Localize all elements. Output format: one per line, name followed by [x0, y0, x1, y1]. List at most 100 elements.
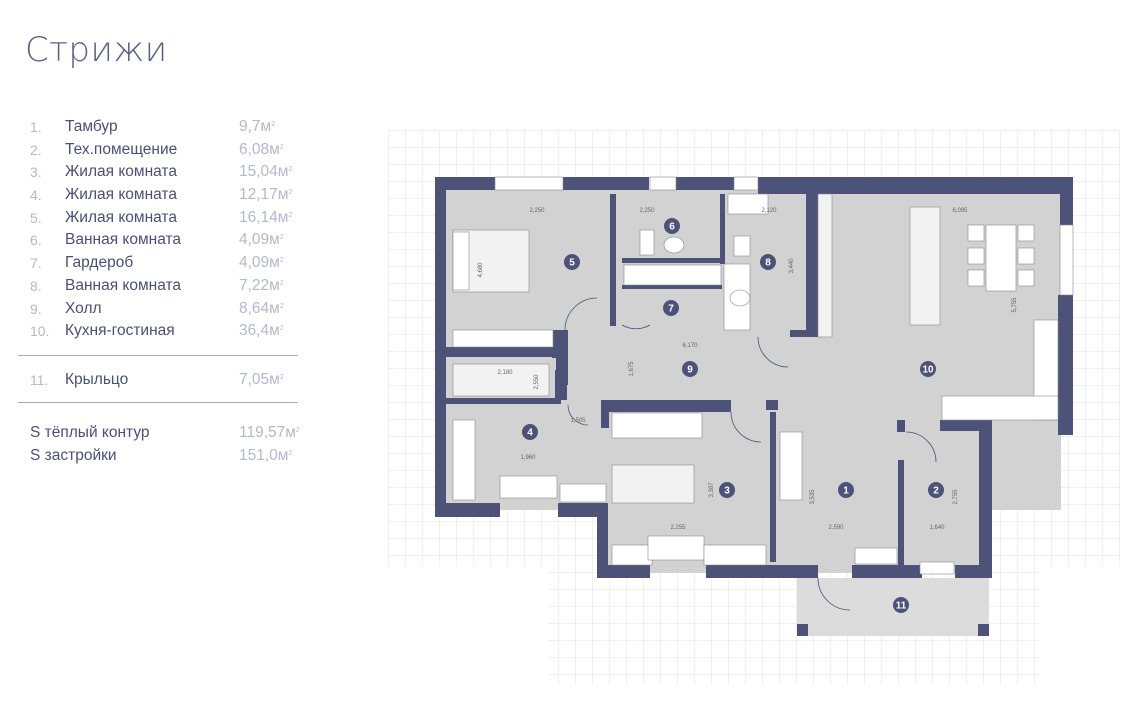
- dimension-label: 1,960: [520, 455, 536, 461]
- total-warm-row: S тёплый контур 119,57м2: [18, 422, 300, 444]
- doors: [564, 297, 937, 611]
- porch-columns: [797, 624, 989, 636]
- svg-text:6: 6: [669, 222, 675, 233]
- dimension-label: 2,180: [497, 370, 513, 376]
- room-marker-11: 11: [893, 597, 909, 613]
- dimension-label: 1,505: [570, 418, 586, 424]
- dimension-label: 3,440: [789, 258, 795, 274]
- room-number: 3.: [30, 164, 42, 181]
- dimension-label: 6,095: [952, 208, 968, 214]
- room-name: Ванная комната: [65, 231, 182, 249]
- dimension-label: 6,170: [682, 343, 698, 349]
- total-warm-label: S тёплый контур: [30, 424, 150, 441]
- dimension-label: 5,755: [1012, 297, 1018, 313]
- furniture: [452, 176, 1074, 575]
- room-marker-6: 6: [664, 218, 680, 234]
- porch-row: 11. Крыльцо 7,05м2: [18, 369, 300, 391]
- room-number: 4.: [30, 187, 42, 204]
- dimension-label: 3,535: [810, 489, 816, 505]
- svg-text:10: 10: [922, 365, 934, 376]
- room-area: 9,7м2: [239, 118, 276, 135]
- room-area: 12,17м2: [239, 186, 293, 204]
- room-number: 8.: [30, 277, 42, 294]
- room-area: 4,09м2: [239, 231, 284, 249]
- room-name: Гардероб: [65, 254, 134, 272]
- legend-row: 1. Тамбур 9,7м2: [18, 116, 300, 139]
- room-area: 8,64м2: [239, 299, 284, 317]
- room-number: 2.: [30, 141, 42, 158]
- room-number: 1.: [30, 119, 42, 135]
- room-list: 1. Тамбур 9,7м2 2. Тех.помещение 6,08м2 3. Жила…: [18, 116, 300, 343]
- svg-text:3: 3: [724, 486, 730, 497]
- room-number: 9.: [30, 300, 42, 317]
- room-name: Тамбур: [65, 118, 118, 135]
- room-area: 16,14м2: [239, 208, 293, 226]
- legend-row: 4. Жилая комната 12,17м2: [18, 184, 300, 207]
- porch-number: 11.: [30, 372, 49, 388]
- room-marker-2: 2: [928, 482, 944, 498]
- svg-text:9: 9: [687, 365, 693, 376]
- dimension-label: 1,675: [629, 361, 635, 377]
- total-build-row: S застройки 151,0м2: [18, 445, 300, 467]
- dimension-label: 2,250: [639, 208, 655, 214]
- svg-text:11: 11: [896, 601, 907, 612]
- room-markers: 1 2 3 4 5 6 7 8 9 10 11: [522, 218, 944, 613]
- room-area: 36,4м2: [239, 322, 284, 340]
- svg-text:7: 7: [668, 304, 674, 315]
- walls: [435, 177, 1073, 578]
- dimension-label: 3,387: [709, 482, 715, 498]
- svg-text:4: 4: [527, 428, 533, 439]
- porch-area: 7,05м2: [239, 371, 284, 388]
- total-build-label: S застройки: [30, 447, 117, 464]
- room-marker-9: 9: [682, 361, 698, 377]
- dimension-label: 1,640: [929, 525, 945, 531]
- svg-text:5: 5: [569, 258, 575, 269]
- room-name: Жилая комната: [65, 208, 177, 226]
- dimension-label: 4,680: [478, 262, 484, 278]
- room-area: 7,22м2: [239, 276, 284, 294]
- room-area: 6,08м2: [239, 140, 284, 158]
- legend-row: 7. Гардероб 4,09м2: [18, 252, 300, 275]
- room-name: Жилая комната: [65, 186, 177, 204]
- legend-row: 8. Ванная комната 7,22м2: [18, 275, 300, 298]
- total-build-area: 151,0м2: [239, 447, 293, 464]
- room-name: Кухня-гостиная: [65, 322, 175, 340]
- porch-name: Крыльцо: [65, 371, 129, 388]
- dimension-label: 2,120: [761, 208, 777, 214]
- dimension-label: 2,255: [670, 525, 686, 531]
- room-name: Холл: [65, 299, 102, 317]
- room-area: 4,09м2: [239, 254, 284, 272]
- dimension-label: 2,250: [529, 208, 545, 214]
- room-name: Жилая комната: [65, 163, 177, 181]
- dimension-label: 2,590: [828, 525, 844, 531]
- room-legend: 1. Тамбур 9,7м2 2. Тех.помещение 6,08м2 3. Жила…: [18, 116, 300, 343]
- totals-divider: [18, 402, 298, 403]
- room-marker-8: 8: [760, 254, 776, 270]
- room-marker-3: 3: [719, 482, 735, 498]
- room-name: Тех.помещение: [65, 140, 178, 158]
- room-marker-7: 7: [663, 300, 679, 316]
- legend-row: 10. Кухня-гостиная 36,4м2: [18, 320, 300, 343]
- dimension-label: 2,755: [953, 489, 959, 505]
- room-name: Ванная комната: [65, 276, 182, 294]
- svg-text:8: 8: [765, 258, 771, 269]
- legend-row: 6. Ванная комната 4,09м2: [18, 229, 300, 252]
- room-marker-4: 4: [522, 424, 538, 440]
- legend-row: 2. Тех.помещение 6,08м2: [18, 139, 300, 162]
- total-warm-area: 119,57м2: [239, 424, 300, 441]
- svg-text:2: 2: [933, 486, 939, 497]
- room-marker-5: 5: [564, 254, 580, 270]
- dimension-labels: 2,250 2,250 2,120 6,095 4,680 3,440 5,755 6,170…: [478, 208, 1018, 531]
- room-number: 6.: [30, 232, 42, 249]
- room-marker-1: 1: [838, 482, 854, 498]
- svg-text:1: 1: [843, 486, 849, 497]
- legend-divider: [18, 355, 298, 356]
- room-area: 15,04м2: [239, 163, 293, 181]
- legend-row: 9. Холл 8,64м2: [18, 298, 300, 321]
- room-marker-10: 10: [920, 361, 936, 377]
- plan-title: Стрижи: [25, 30, 168, 70]
- room-number: 10.: [30, 323, 50, 340]
- room-number: 7.: [30, 255, 42, 272]
- legend-row: 3. Жилая комната 15,04м2: [18, 161, 300, 184]
